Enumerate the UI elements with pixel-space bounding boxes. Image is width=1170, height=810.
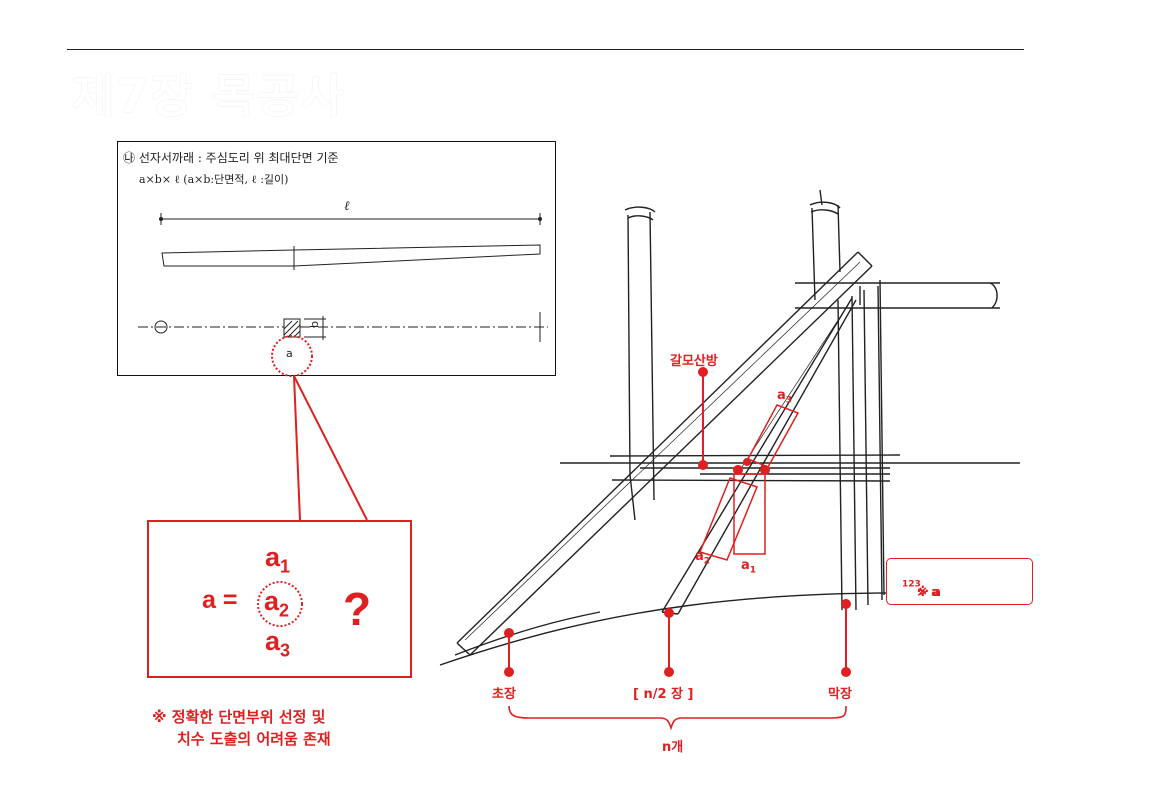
section-highlight [271, 335, 313, 377]
width-symbol: a [286, 347, 293, 360]
a2-highlight-circle [257, 581, 303, 627]
callout-lhs: a = [202, 586, 238, 614]
reference-drawing: ㉯ 선자서까래 : 주심도리 위 최대단면 기준 a×b× ℓ (a×b:단면적… [117, 141, 556, 376]
label-count: n개 [662, 740, 684, 755]
a1-box [733, 473, 766, 555]
callout-a3: a3 [265, 626, 291, 661]
label-a3: a3 [777, 388, 793, 406]
leaders [504, 367, 851, 677]
label-chojang: 초장 [492, 687, 516, 702]
reference-formula: a×b× ℓ (a×b:단면적, ℓ :길이) [139, 173, 289, 186]
rafter-elevation-drawing [138, 213, 548, 342]
callout-connector [293, 375, 368, 521]
length-symbol: ℓ [344, 199, 350, 214]
callout-a1: a1 [265, 542, 291, 577]
label-makjang: 막장 [828, 687, 852, 702]
note-line1: ※ 정확한 단면부위 선정 및 [152, 708, 326, 726]
label-a1: a1 [741, 558, 757, 576]
rafter-sketch [439, 189, 1020, 666]
count-brace [508, 705, 847, 731]
reference-heading: ㉯ 선자서까래 : 주심도리 위 최대단면 기준 [123, 151, 339, 165]
note-line2: 치수 도출의 어려움 존재 [177, 730, 331, 748]
section-callout: a1 a = a2 a3 ? [147, 520, 412, 678]
difficulty-note: ※ 정확한 단면부위 선정 및 치수 도출의 어려움 존재 [152, 706, 331, 750]
a2-box [698, 477, 758, 561]
callout-a2: a2 [264, 586, 290, 621]
label-galmosanbang: 갈모산방 [670, 354, 718, 369]
label-mid-rafter: [ n/2 장 ] [633, 687, 694, 702]
question-mark: ? [343, 583, 372, 635]
page-title: 제7장 목공사 [72, 69, 346, 123]
label-a2: a2 [695, 549, 711, 567]
header-rule [67, 49, 1024, 50]
